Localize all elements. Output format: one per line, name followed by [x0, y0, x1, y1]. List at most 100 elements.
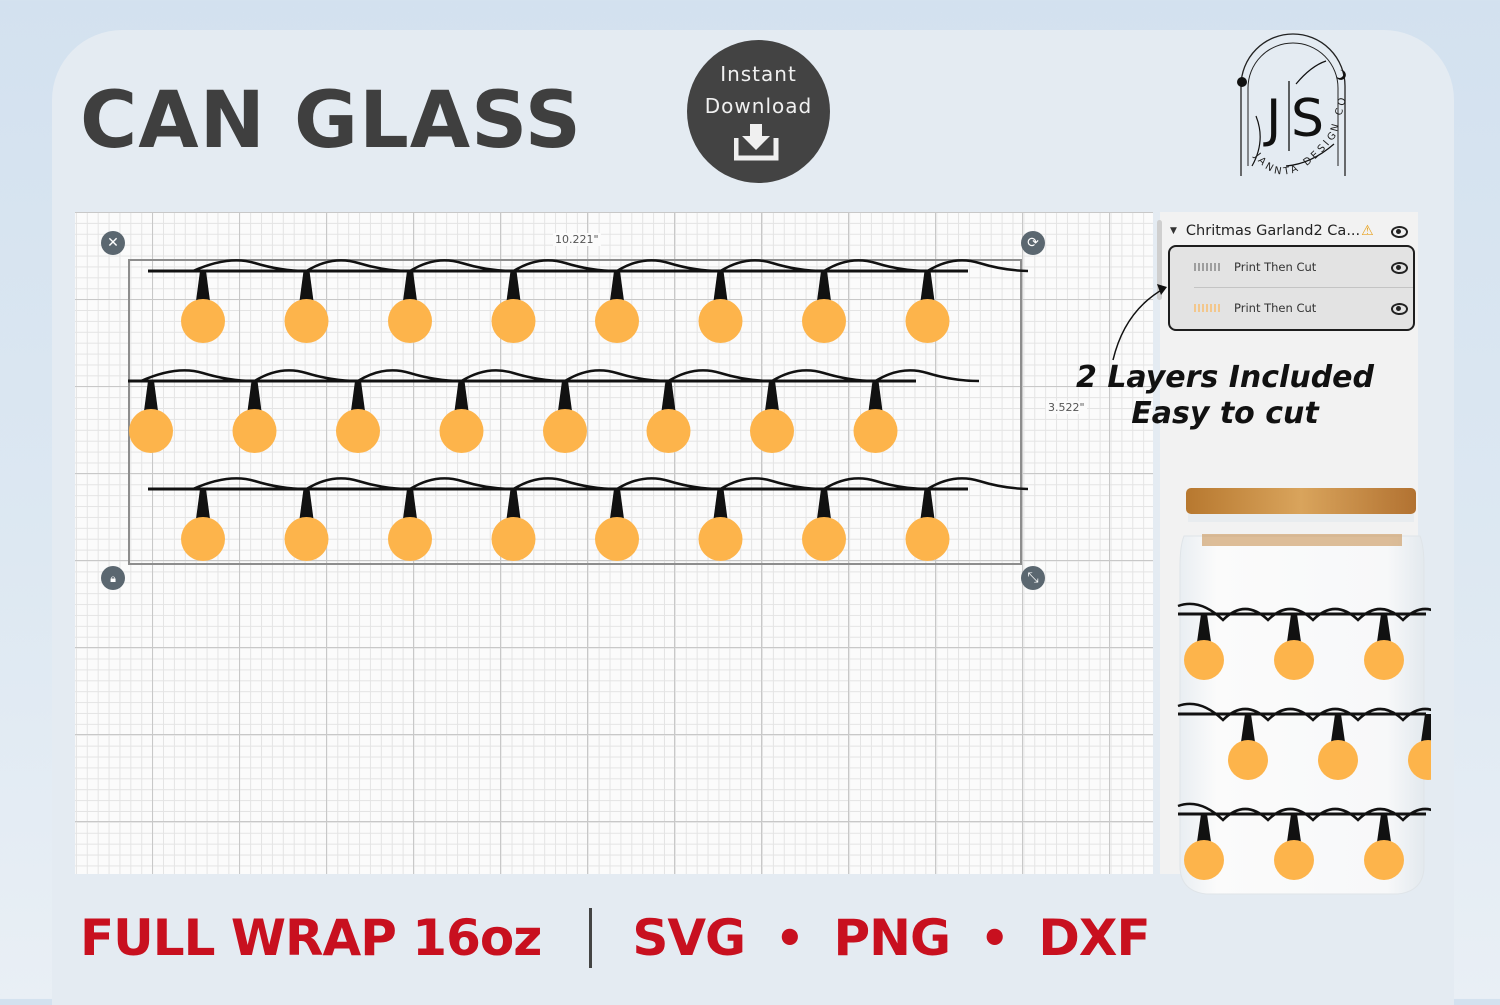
bulb — [1408, 740, 1431, 780]
format-svg: SVG — [632, 909, 746, 967]
cord-wave — [1177, 702, 1431, 722]
bulb-socket — [1197, 814, 1211, 842]
bulb-socket — [920, 489, 935, 519]
format-dxf: DXF — [1038, 909, 1150, 967]
bulb — [181, 517, 225, 561]
width-dimension-label: 10.221" — [553, 233, 601, 246]
garland-design[interactable] — [128, 255, 1028, 565]
bulb — [388, 299, 432, 343]
can-glass-mockup — [1177, 488, 1431, 895]
bulb-socket — [1377, 814, 1391, 842]
bulb-socket — [506, 489, 521, 519]
bulb — [181, 299, 225, 343]
size-label: FULL WRAP 16oz — [80, 909, 542, 967]
instant-download-badge[interactable]: Instant Download — [687, 40, 830, 183]
bulb — [595, 517, 639, 561]
bulb — [336, 409, 380, 453]
resize-icon: ⤡ — [1027, 570, 1039, 586]
page-title: CAN GLASS — [80, 76, 582, 166]
bulb-socket — [868, 381, 883, 411]
jar-garland-row — [1177, 602, 1431, 680]
jannta-design-logo: J S JANNTA DESIGN CO — [1237, 33, 1347, 178]
bulb-socket — [196, 271, 210, 301]
separator-dot: • — [980, 911, 1009, 965]
format-png: PNG — [833, 909, 951, 967]
caret-down-icon[interactable]: ▼ — [1170, 226, 1177, 236]
bulb — [543, 409, 587, 453]
lock-handle[interactable]: 🔒︎ — [101, 566, 125, 590]
bulb — [1364, 840, 1404, 880]
bulb — [1318, 740, 1358, 780]
bulb-socket — [558, 381, 572, 411]
jar-garland-row — [1177, 802, 1431, 880]
cord-wave — [140, 369, 980, 383]
eye-icon[interactable] — [1391, 226, 1408, 238]
bulb-socket — [1197, 614, 1211, 642]
layer-item[interactable]: Print Then Cut — [1170, 247, 1413, 287]
bulb — [750, 409, 794, 453]
eye-icon[interactable] — [1391, 303, 1408, 315]
cord-wave — [192, 259, 1028, 273]
height-dimension-label: 3.522" — [1046, 401, 1087, 414]
callout-line2: Easy to cut — [1131, 396, 1319, 431]
bulb — [905, 517, 950, 561]
bulb — [284, 299, 329, 343]
bulb-socket — [1287, 614, 1301, 642]
bulb — [802, 517, 846, 561]
bulb-socket — [144, 381, 158, 411]
bulb — [698, 517, 743, 561]
bulb — [802, 299, 846, 343]
delete-handle[interactable]: ✕ — [101, 231, 125, 255]
bulb-socket — [351, 381, 365, 411]
bulb — [232, 409, 277, 453]
garland-row — [128, 369, 980, 453]
bulb-socket — [247, 381, 262, 411]
cord-wave — [1177, 602, 1431, 622]
bulb-socket — [610, 271, 624, 301]
layer-name: Print Then Cut — [1234, 301, 1317, 315]
bulb-socket — [403, 489, 417, 519]
bulb-socket — [454, 381, 469, 411]
bulb — [1184, 640, 1224, 680]
layer-swatch — [1194, 263, 1222, 271]
footer-formats: FULL WRAP 16oz SVG • PNG • DXF — [80, 908, 1151, 968]
bulb-socket — [1421, 714, 1431, 742]
layers-scrollbar[interactable] — [1157, 220, 1162, 300]
cord-wave — [1177, 802, 1431, 822]
download-badge-line2: Download — [704, 94, 813, 118]
resize-handle[interactable]: ⤡ — [1021, 566, 1045, 590]
bulb-socket — [1331, 714, 1345, 742]
bulb-socket — [920, 271, 935, 301]
bulb — [1364, 640, 1404, 680]
selection-box[interactable] — [128, 259, 1022, 565]
bulb — [853, 409, 898, 453]
layer-group-row[interactable]: ▼ Chritmas Garland2 Ca... ⚠ — [1170, 220, 1418, 242]
bulb-socket — [299, 271, 314, 301]
svg-text:J: J — [1263, 89, 1281, 149]
bulb — [1184, 840, 1224, 880]
download-badge-line1: Instant — [720, 62, 797, 86]
bulb — [491, 299, 536, 343]
bulb-socket — [610, 489, 624, 519]
callout-line1: 2 Layers Included — [1076, 360, 1374, 395]
bulb-socket — [713, 489, 728, 519]
layer-item[interactable]: Print Then Cut — [1194, 287, 1413, 328]
layer-swatch — [1194, 304, 1222, 312]
cord-wave — [192, 477, 1028, 491]
eye-icon[interactable] — [1391, 262, 1408, 274]
bulb — [1274, 640, 1314, 680]
bulb-socket — [817, 489, 831, 519]
rotate-icon: ⟳ — [1027, 235, 1039, 251]
bulb — [491, 517, 536, 561]
download-icon — [734, 124, 779, 161]
bulb — [284, 517, 329, 561]
garland-row — [148, 477, 1028, 561]
garland-row — [148, 259, 1028, 343]
bulb-socket — [817, 271, 831, 301]
bulb-socket — [765, 381, 779, 411]
rotate-handle[interactable]: ⟳ — [1021, 231, 1045, 255]
svg-text:S: S — [1291, 89, 1324, 149]
layer-group-name: Chritmas Garland2 Ca... — [1185, 223, 1361, 239]
lock-icon: 🔒︎ — [110, 571, 116, 585]
close-icon: ✕ — [107, 235, 119, 251]
